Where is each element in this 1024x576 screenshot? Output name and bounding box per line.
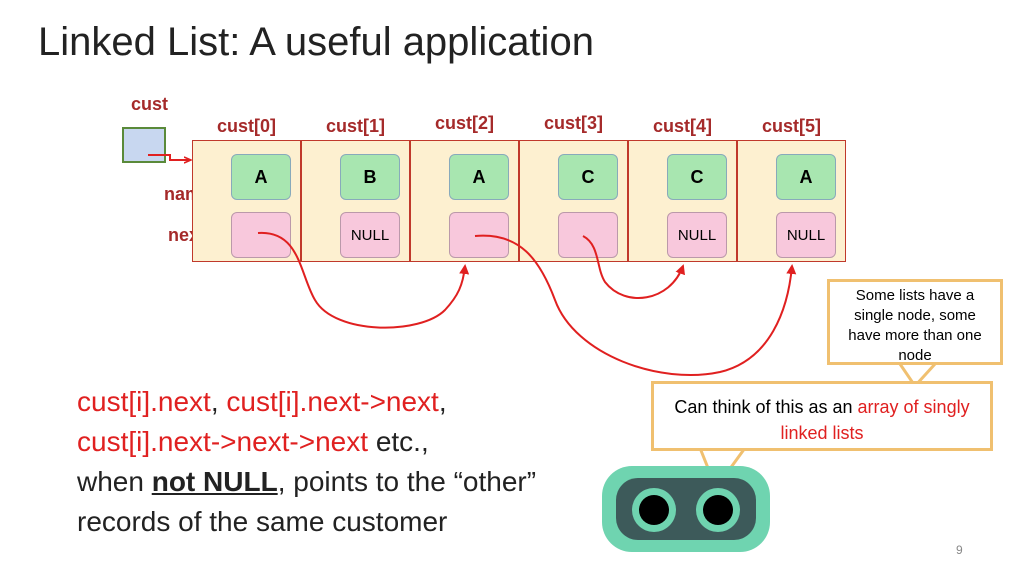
cust-array: A B NULL A C C NULL A NULL bbox=[192, 140, 846, 262]
explanation-line-2: cust[i].next->next->next etc., bbox=[77, 426, 429, 457]
explanation-text: cust[i].next, cust[i].next->next, cust[i… bbox=[77, 382, 536, 542]
next-field bbox=[449, 212, 509, 258]
cust-pointer-box bbox=[122, 127, 166, 163]
array-cell: C NULL bbox=[628, 140, 737, 262]
index-label: cust[1] bbox=[325, 116, 385, 136]
index-label: cust[2] bbox=[434, 113, 494, 133]
explanation-line-1: cust[i].next, cust[i].next->next, bbox=[77, 386, 447, 417]
index-label: cust[3] bbox=[543, 113, 603, 133]
name-field: A bbox=[449, 154, 509, 200]
explanation-line-3: when not NULL, points to the “other” bbox=[77, 466, 537, 497]
index-label: cust[4] bbox=[652, 116, 712, 136]
name-field: B bbox=[340, 154, 400, 200]
name-field: A bbox=[776, 154, 836, 200]
callout-array-of-lists: Can think of this as an array of singly … bbox=[651, 381, 993, 451]
name-field: C bbox=[667, 154, 727, 200]
explanation-line-4: records of the same customer bbox=[77, 506, 448, 537]
page-title: Linked List: A useful application bbox=[38, 20, 594, 64]
callout-highlight: array of singly linked lists bbox=[780, 397, 970, 443]
array-cell: B NULL bbox=[301, 140, 410, 262]
index-label: cust[0] bbox=[216, 116, 276, 136]
callout-bottom-tail bbox=[698, 447, 747, 492]
callout-single-node: Some lists have a single node, some have… bbox=[827, 279, 1003, 365]
name-field: A bbox=[231, 154, 291, 200]
page-number: 9 bbox=[956, 543, 963, 557]
next-field: NULL bbox=[667, 212, 727, 258]
array-cell: A bbox=[410, 140, 519, 262]
name-field: C bbox=[558, 154, 618, 200]
array-cell: C bbox=[519, 140, 628, 262]
robot-icon bbox=[602, 466, 770, 552]
array-cell: A bbox=[192, 140, 301, 262]
array-cell: A NULL bbox=[737, 140, 846, 262]
next-field bbox=[231, 212, 291, 258]
next-field bbox=[558, 212, 618, 258]
cust-label: cust bbox=[131, 94, 169, 114]
index-label: cust[5] bbox=[761, 116, 821, 136]
next-field: NULL bbox=[776, 212, 836, 258]
next-field: NULL bbox=[340, 212, 400, 258]
callout-text: Can think of this as an bbox=[674, 397, 858, 417]
